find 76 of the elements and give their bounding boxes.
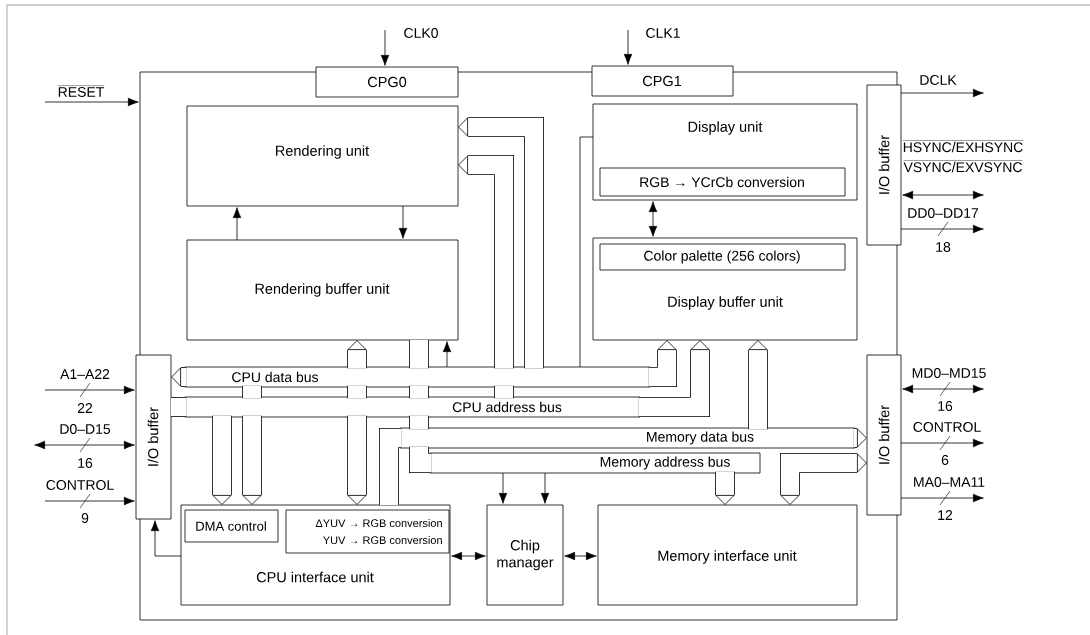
bus-connector (409, 415, 429, 430)
bus-band: Memory address bus (429, 452, 761, 474)
bus-connector (494, 385, 514, 399)
bus-arrow (171, 367, 187, 387)
unit-box: Memory interface unit (597, 504, 858, 606)
bus-width-label: 16 (938, 401, 953, 411)
io-buffer-box: I/O buffer (866, 84, 902, 246)
unit-box: Chip manager (486, 504, 564, 606)
bus-arrow (458, 117, 544, 369)
bus-width-label: 22 (77, 403, 93, 413)
bus-width-label: 6 (941, 455, 949, 465)
signal-label: MD0–MD15 (912, 368, 986, 378)
function-box: ΔYUV → RGB conversion YUV → RGB conversion (285, 509, 450, 554)
bus-arrow (242, 415, 262, 505)
arrow (900, 88, 984, 98)
signal-label: DCLK (920, 75, 957, 85)
function-box: RGB → YCrCb conversion (599, 167, 846, 197)
bus-connector (171, 397, 187, 417)
function-box: DMA control (184, 509, 279, 543)
bus-arrow (780, 453, 867, 505)
signal-label: RESET (57, 85, 105, 97)
arrow (44, 385, 135, 395)
bus-connector (409, 446, 432, 473)
bus-arrow (748, 340, 768, 430)
arrow (648, 201, 658, 237)
arrow (232, 207, 242, 241)
clock-generator-box: CPG0 (315, 66, 459, 98)
arrow (442, 341, 452, 368)
bus-arrow (212, 415, 232, 505)
bus-band: CPU data bus (184, 366, 651, 388)
bus-arrow (638, 340, 710, 417)
arrow (900, 224, 984, 234)
arrow (498, 472, 508, 504)
bus-arrow (347, 340, 367, 369)
signal-label: MA0–MA11 (914, 477, 985, 487)
arrow (902, 190, 984, 200)
bus-width-label: 16 (78, 458, 93, 468)
bus-width-label: 18 (936, 242, 951, 252)
unit-box: Rendering buffer unit (186, 239, 459, 341)
arrow (540, 472, 550, 504)
bus-width-label: 12 (938, 510, 953, 520)
connector-line (579, 136, 594, 368)
arrow (44, 496, 135, 506)
clock-generator-box: CPG1 (591, 65, 734, 97)
signal-label: CLK1 (646, 28, 680, 38)
bus-connector (379, 428, 402, 505)
unit-box: Rendering unit (186, 105, 459, 207)
arrow (900, 438, 984, 448)
signal-label: D0–D15 (60, 424, 111, 434)
bus-arrow (458, 155, 514, 369)
bus-connector (347, 385, 367, 399)
arrow (44, 97, 139, 107)
arrow (902, 384, 984, 394)
bus-width-label: 9 (81, 513, 89, 523)
bus-arrow (347, 415, 367, 505)
arrow (623, 29, 633, 65)
arrow (380, 29, 390, 66)
bus-connector (409, 385, 429, 399)
arrow (900, 493, 984, 503)
bus-band: CPU address bus (184, 396, 641, 418)
signal-label: CLK0 (404, 28, 438, 38)
signal-label: DD0–DD17 (908, 208, 979, 218)
arrow (34, 440, 135, 450)
bus-connector (409, 340, 429, 369)
arrow (398, 205, 408, 239)
bus-arrow (648, 340, 677, 387)
bus-arrow (715, 471, 735, 505)
signal-label: CONTROL (46, 480, 114, 490)
arrow (451, 551, 486, 561)
signal-label: A1–A22 (60, 369, 110, 379)
arrow (564, 551, 597, 561)
function-box: Color palette (256 colors) (599, 243, 846, 271)
arrow (150, 520, 182, 557)
bus-arrow (853, 428, 867, 448)
signal-label: CONTROL (913, 422, 981, 432)
bus-connector (242, 385, 262, 399)
